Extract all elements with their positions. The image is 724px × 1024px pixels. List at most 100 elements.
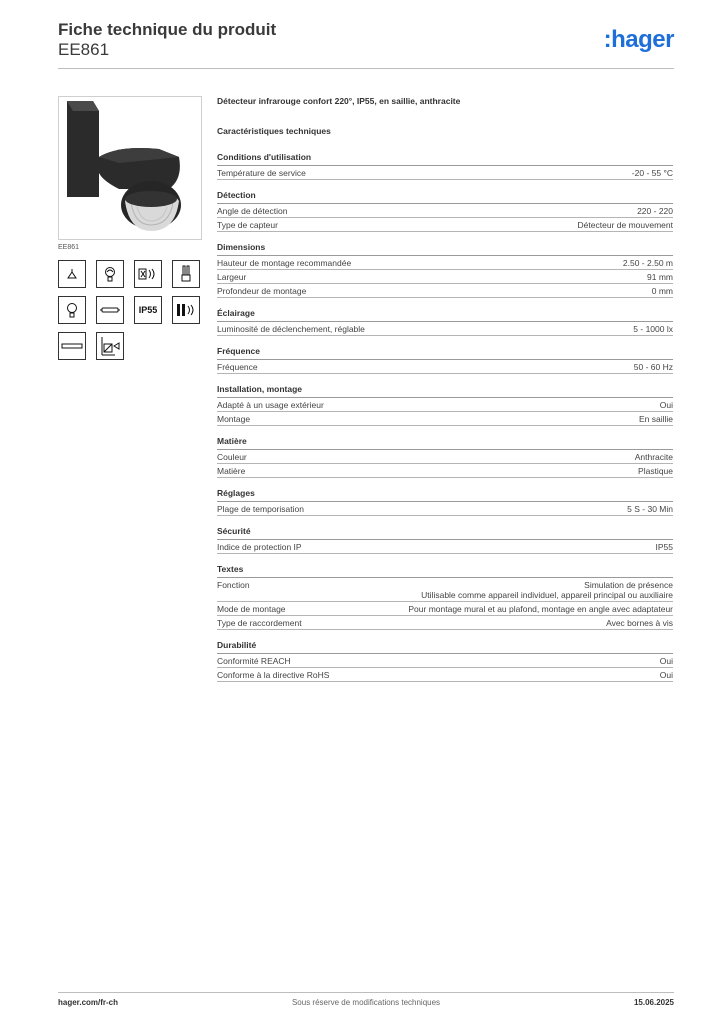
hager-logo: :hager (603, 26, 675, 53)
spec-value: Oui (659, 656, 673, 666)
product-panel: EE861 IP55 (58, 96, 202, 360)
spec-label: Indice de protection IP (217, 542, 302, 552)
ceiling-lamp-icon (58, 260, 86, 288)
spec-row: Indice de protection IP IP55 (217, 540, 673, 554)
bulb-icon (58, 296, 86, 324)
section-title: Matière (217, 436, 673, 450)
spec-value: 50 - 60 Hz (633, 362, 673, 372)
spec-label: Largeur (217, 272, 247, 282)
section-title: Textes (217, 564, 673, 578)
feature-icons: IP55 (58, 260, 202, 360)
spec-label: Angle de détection (217, 206, 288, 216)
section-title: Dimensions (217, 242, 673, 256)
spec-value: 91 mm (647, 272, 673, 282)
spec-row: Matière Plastique (217, 464, 673, 478)
image-caption: EE861 (58, 244, 80, 251)
spec-label: Profondeur de montage (217, 286, 307, 296)
spec-value: Plastique (638, 466, 673, 476)
spec-label: Hauteur de montage recommandée (217, 258, 352, 268)
section-title: Réglages (217, 488, 673, 502)
spec-label: Matière (217, 466, 246, 476)
spec-label: Couleur (217, 452, 247, 462)
spec-value: 5 - 1000 lx (633, 324, 673, 334)
spec-row: Luminosité de déclenchement, réglable 5 -… (217, 322, 673, 336)
section-title: Détection (217, 190, 673, 204)
spec-label: Conforme à la directive RoHS (217, 670, 330, 680)
fluorescent-tube-icon (172, 260, 200, 288)
spec-row: Température de service -20 - 55 °C (217, 166, 673, 180)
spec-value: -20 - 55 °C (631, 168, 673, 178)
spec-value: 5 S - 30 Min (627, 504, 673, 514)
footer-date: 15.06.2025 (633, 998, 674, 1007)
multi-device-icon (172, 296, 200, 324)
tube-lamp-icon (96, 296, 124, 324)
spec-row: Mode de montage Pour montage mural et au … (217, 602, 673, 616)
product-image (58, 96, 202, 240)
spec-value: 2.50 - 2.50 m (622, 258, 673, 268)
footer-note: Sous réserve de modifications techniques (291, 998, 441, 1007)
spec-row: Angle de détection 220 - 220 (217, 204, 673, 218)
spec-row: Hauteur de montage recommandée 2.50 - 2.5… (217, 256, 673, 270)
spec-row: Largeur 91 mm (217, 270, 673, 284)
spec-row: Adapté à un usage extérieur Oui (217, 398, 673, 412)
spec-row: Montage En saillie (217, 412, 673, 426)
spec-row: Couleur Anthracite (217, 450, 673, 464)
ip55-icon: IP55 (134, 296, 162, 324)
spec-value: 0 mm (651, 286, 673, 296)
spec-label: Plage de temporisation (217, 504, 304, 514)
section-title: Éclairage (217, 308, 673, 322)
incandescent-bulb-icon (96, 260, 124, 288)
spec-value: IP55 (655, 542, 674, 552)
section-title: Conditions d'utilisation (217, 152, 673, 166)
section-title: Installation, montage (217, 384, 673, 398)
tech-heading: Caractéristiques techniques (217, 126, 331, 136)
spec-value: Détecteur de mouvement (577, 220, 673, 230)
spec-label: Température de service (217, 168, 306, 178)
spec-row: Fréquence 50 - 60 Hz (217, 360, 673, 374)
product-description: Détecteur infrarouge confort 220°, IP55,… (217, 96, 461, 106)
spec-value: Simulation de présence Utilisable comme … (421, 580, 673, 600)
section-title: Fréquence (217, 346, 673, 360)
linear-tube-icon (58, 332, 86, 360)
page-header: Fiche technique du produit EE861 :hager (58, 20, 674, 70)
spec-label: Adapté à un usage extérieur (217, 400, 324, 410)
spec-label: Fréquence (217, 362, 258, 372)
footer-url[interactable]: hager.com/fr-ch (58, 998, 119, 1007)
motion-sensor-icon (134, 260, 162, 288)
spec-row: Type de capteur Détecteur de mouvement (217, 218, 673, 232)
product-code: EE861 (58, 40, 110, 59)
spec-label: Type de capteur (217, 220, 278, 230)
spec-row: Plage de temporisation 5 S - 30 Min (217, 502, 673, 516)
spec-label: Luminosité de déclenchement, réglable (217, 324, 365, 334)
page-title: Fiche technique du produit (58, 20, 277, 39)
spec-value: En saillie (638, 414, 673, 424)
wall-mount-sensor-icon (96, 332, 124, 360)
header-divider (58, 68, 674, 69)
section-title: Sécurité (217, 526, 673, 540)
spec-value: Oui (659, 670, 673, 680)
spec-value: Oui (659, 400, 673, 410)
footer-divider (58, 992, 674, 993)
spec-row: Profondeur de montage 0 mm (217, 284, 673, 298)
spec-value: Anthracite (634, 452, 673, 462)
spec-value: 220 - 220 (637, 206, 673, 216)
spec-label: Mode de montage (217, 604, 286, 614)
spec-row: Conforme à la directive RoHS Oui (217, 668, 673, 682)
spec-value: Pour montage mural et au plafond, montag… (408, 604, 673, 614)
spec-label: Montage (217, 414, 251, 424)
spec-value: Avec bornes à vis (606, 618, 673, 628)
